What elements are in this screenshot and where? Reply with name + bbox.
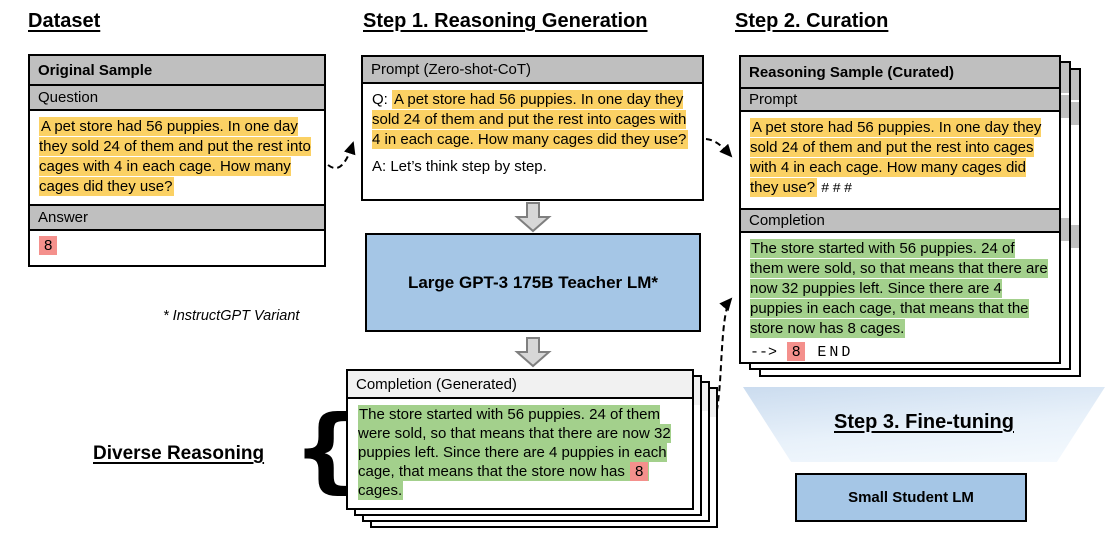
block-arrow-down-teacher-to-completion	[514, 337, 552, 368]
answer-body: 8	[30, 231, 324, 261]
step1-heading: Step 1. Reasoning Generation	[363, 10, 648, 32]
prompt-question-highlight: A pet store had 56 puppies. In one day t…	[372, 90, 689, 149]
completion-generated-header: Completion (Generated)	[348, 371, 692, 399]
end-token: END	[817, 344, 854, 361]
dashed-arrow-dataset-to-step1	[327, 141, 356, 170]
curated-question-highlight: A pet store had 56 puppies. In one day t…	[750, 118, 1042, 197]
diverse-reasoning-label: Diverse Reasoning	[93, 443, 265, 464]
step3-heading: Step 3. Fine-tuning	[834, 411, 1014, 433]
curated-prompt-label: Prompt	[741, 89, 1059, 112]
original-sample-title: Original Sample	[30, 56, 324, 86]
student-lm-box: Small Student LM	[795, 473, 1027, 522]
completion-answer-highlight: 8	[630, 462, 649, 481]
q-prefix: Q:	[372, 91, 393, 108]
question-label: Question	[30, 86, 324, 111]
completion-text-before: The store started with 56 puppies. 24 of…	[358, 405, 671, 481]
answer-arrow-token: -->	[750, 344, 778, 361]
original-sample-box: Original Sample Question A pet store had…	[28, 54, 326, 267]
prompt-delimiter: ###	[821, 181, 856, 197]
fine-tuning-funnel: Step 3. Fine-tuning	[743, 387, 1105, 462]
teacher-lm-box: Large GPT-3 175B Teacher LM*	[365, 233, 701, 332]
cot-trigger-line: A: Let’s think step by step.	[372, 158, 547, 175]
dataset-heading: Dataset	[28, 10, 101, 32]
curated-answer-line: --> 8 END	[750, 342, 1050, 363]
zero-shot-cot-prompt-box: Prompt (Zero-shot-CoT) Q: A pet store ha…	[361, 55, 704, 201]
prompt-header: Prompt (Zero-shot-CoT)	[363, 57, 702, 84]
answer-label: Answer	[30, 206, 324, 231]
curated-completion-highlight: The store started with 56 puppies. 24 of…	[750, 239, 1048, 338]
reasoning-sample-box: Reasoning Sample (Curated) Prompt A pet …	[739, 55, 1061, 364]
dashed-arrow-step1-to-step2	[705, 138, 733, 158]
block-arrow-down-prompt-to-teacher	[514, 202, 552, 233]
curly-brace: {	[293, 396, 359, 503]
curated-prompt-body: A pet store had 56 puppies. In one day t…	[741, 112, 1059, 210]
question-text-highlight: A pet store had 56 puppies. In one day t…	[39, 117, 311, 196]
reasoning-sample-title: Reasoning Sample (Curated)	[741, 57, 1059, 89]
curated-completion-label: Completion	[741, 210, 1059, 233]
curated-completion-line: The store started with 56 puppies. 24 of…	[750, 239, 1050, 339]
completion-generated-box: Completion (Generated) The store started…	[346, 369, 694, 510]
prompt-question-line: Q: A pet store had 56 puppies. In one da…	[372, 90, 693, 150]
instructgpt-footnote: * InstructGPT Variant	[163, 308, 300, 324]
completion-generated-body: The store started with 56 puppies. 24 of…	[348, 399, 692, 506]
prompt-body: Q: A pet store had 56 puppies. In one da…	[363, 84, 702, 190]
answer-value: 8	[39, 236, 58, 255]
step2-heading: Step 2. Curation	[735, 10, 889, 32]
question-body: A pet store had 56 puppies. In one day t…	[30, 111, 324, 206]
curated-answer-highlight: 8	[787, 342, 806, 361]
curated-completion-body: The store started with 56 puppies. 24 of…	[741, 233, 1059, 369]
